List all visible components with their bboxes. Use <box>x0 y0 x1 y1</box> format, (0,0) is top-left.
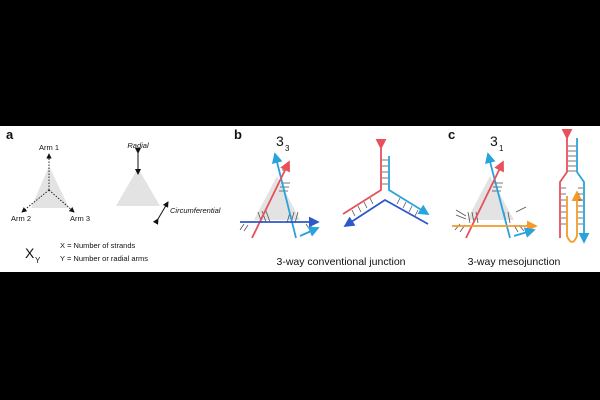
strand-darkblue-y <box>343 198 429 227</box>
circumferential-arrow <box>152 201 169 225</box>
legend-y: Y = Number or radial arms <box>60 254 148 263</box>
panel-c-notation-main: 3 <box>490 133 498 149</box>
radial-label: Radial <box>127 141 149 150</box>
arm-3-arrow <box>48 189 75 213</box>
panel-c-notation-sub: 1 <box>499 144 504 153</box>
figure-svg: a Arm 1 Arm 2 Arm 3 Radial Circumferenti… <box>6 127 590 268</box>
strand-red-b <box>251 160 290 239</box>
junction-triangle-b <box>254 176 300 220</box>
stacked-mesojunction-c <box>559 129 590 244</box>
panel-a: a Arm 1 Arm 2 Arm 3 Radial Circumferenti… <box>6 127 221 265</box>
strand-blue-c <box>485 152 511 239</box>
notation-sub: Y <box>35 256 41 265</box>
panel-b-caption: 3-way conventional junction <box>277 256 406 268</box>
base-pair-hatches-stack <box>561 145 583 225</box>
circumferential-label: Circumferential <box>170 206 221 215</box>
figure-canvas: a Arm 1 Arm 2 Arm 3 Radial Circumferenti… <box>0 126 600 272</box>
arm-2-label: Arm 2 <box>11 214 31 223</box>
panel-b-letter: b <box>234 127 242 142</box>
junction-triangle <box>31 166 69 208</box>
strand-blue-tail-c <box>513 227 536 238</box>
strand-blue-stack <box>576 138 590 244</box>
arm-1-label: Arm 1 <box>39 143 59 152</box>
junction-triangle-c <box>467 176 514 220</box>
strand-red-stack <box>559 129 573 238</box>
legend-x: X = Number of strands <box>60 241 135 250</box>
panel-c-letter: c <box>448 127 455 142</box>
panel-c-caption: 3-way mesojunction <box>468 256 561 268</box>
direction-triangle <box>116 168 160 206</box>
notation-main: X <box>25 245 35 261</box>
panel-c: c 3 1 <box>448 127 590 268</box>
arm-3-label: Arm 3 <box>70 214 90 223</box>
strand-red-y <box>342 139 387 215</box>
panel-b-notation-main: 3 <box>276 133 284 149</box>
strand-blue-y <box>388 156 430 215</box>
y-junction-b <box>342 139 430 227</box>
base-pair-hatches-y <box>351 159 419 217</box>
panel-b: b 3 3 3-way conve <box>234 127 430 268</box>
strand-orange-stack <box>566 190 583 243</box>
panel-a-letter: a <box>6 127 14 142</box>
strand-blue-tail-b <box>299 226 320 237</box>
strand-blue-b <box>271 152 297 239</box>
panel-b-notation-sub: 3 <box>285 144 290 153</box>
